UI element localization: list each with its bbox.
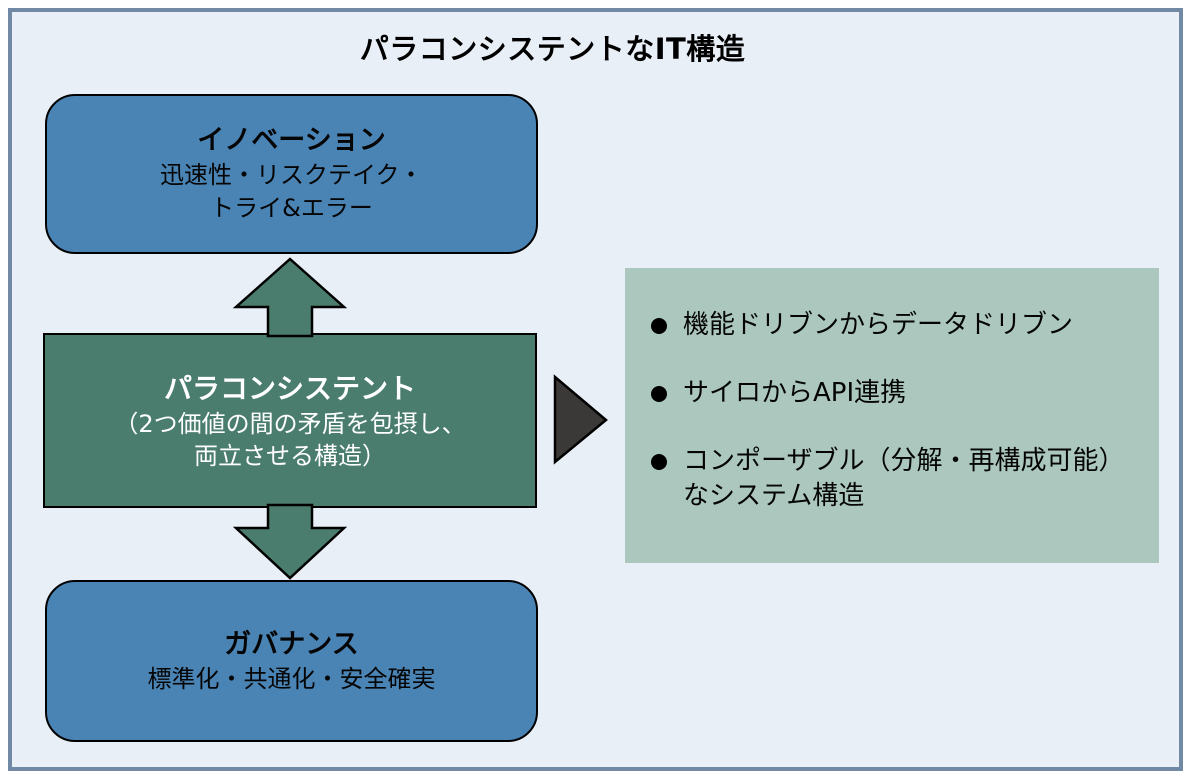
paraconsistent-box: パラコンシステント （2つ価値の間の矛盾を包摂し、 両立させる構造） [43,333,537,508]
list-item: サイロからAPI連携 [649,376,1141,411]
characteristics-panel: 機能ドリブンからデータドリブン サイロからAPI連携 コンポーザブル（分解・再構… [625,268,1159,563]
list-item-text: コンポーザブル（分解・再構成可能）なシステム構造 [683,446,1125,511]
innovation-sub-line2: トライ&エラー [210,194,373,222]
list-item-text: サイロからAPI連携 [683,378,907,408]
governance-heading: ガバナンス [224,628,359,660]
paraconsistent-sub-line2: 両立させる構造） [194,441,386,470]
list-item: コンポーザブル（分解・再構成可能）なシステム構造 [649,444,1141,514]
innovation-sub-line1: 迅速性・リスクテイク・ [159,161,424,189]
bullet-icon [651,386,667,402]
list-item: 機能ドリブンからデータドリブン [649,308,1141,343]
innovation-box: イノベーション 迅速性・リスクテイク・ トライ&エラー [45,94,538,254]
governance-sub-line1: 標準化・共通化・安全確実 [147,664,436,693]
bullet-icon [651,454,667,470]
paraconsistent-heading: パラコンシステント [163,371,416,405]
governance-box: ガバナンス 標準化・共通化・安全確実 [45,580,538,742]
paraconsistent-sub-line1: （2つ価値の間の矛盾を包摂し、 [114,409,466,438]
page-title: パラコンシステントなIT構造 [359,32,746,66]
bullet-icon [651,318,667,334]
list-item-text: 機能ドリブンからデータドリブン [683,310,1074,340]
innovation-heading: イノベーション [197,125,386,156]
